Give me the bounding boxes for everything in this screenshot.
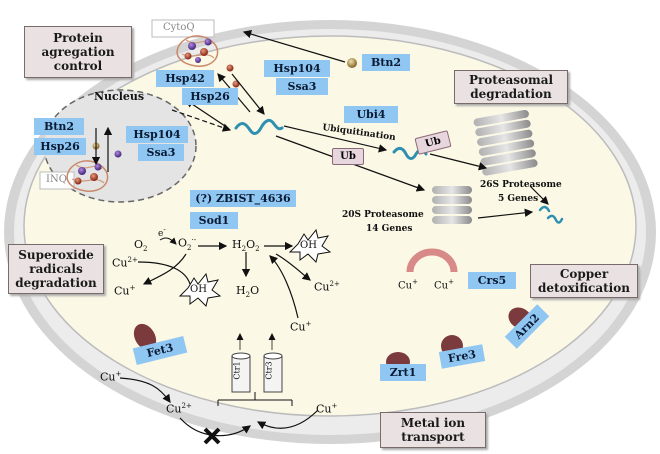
inq-box [39,171,75,190]
cytoq-box [151,19,215,38]
ub-tag-1: Ub [332,148,364,165]
o2-label: O2 [134,238,148,254]
superoxide-label: O2·- [178,236,197,252]
proteasome-26s [473,109,538,176]
h2o2-label: H2O2 [232,238,260,254]
label-hsp104-nucleus: Hsp104 [126,126,188,143]
metal-cu-left: Cu+ [100,370,122,384]
proteasome-20s-label: 20S Proteasome [342,210,424,220]
proteasome-20s [432,186,472,224]
nucleus-label: Nucleus [94,90,145,103]
unfolded-protein-center [234,118,284,135]
label-ubi4: Ubi4 [344,106,398,123]
header-copper-detox: Copper detoxification [530,264,638,298]
blocked-x-icon [203,427,221,445]
header-proteasomal-degradation: Proteasomal degradation [454,70,568,104]
oh-label-2: OH [300,240,317,251]
header-superoxide: Superoxide radicals degradation [8,244,104,294]
inq-label: INQ [46,174,67,185]
label-hsp26-top: Hsp26 [182,88,238,105]
proteasome-26s-genes: 5 Genes [498,194,539,204]
cytoplasmic-aggregate [176,35,219,67]
label-hsp42: Hsp42 [156,70,214,87]
label-crs5: Crs5 [468,272,516,289]
proteasome-26s-label: 26S Proteasome [480,180,562,190]
label-hsp104-top: Hsp104 [264,60,330,77]
label-ctr3: Ctr3 [264,361,274,380]
metal-cu-right: Cu+ [316,402,338,416]
label-zbist: (?) ZBIST_4636 [190,190,296,207]
nuclear-aggregate [66,160,109,192]
ctr1-channel [231,333,251,393]
h2o-label: H2O [236,284,260,300]
crs5-cu-2: Cu+ [434,278,454,292]
oh-label-1: OH [190,284,207,295]
label-ssa3-nucleus: Ssa3 [138,144,184,161]
cytoq-label: CytoQ [163,22,195,33]
header-protein-aggregation: Protein agregation control [24,26,132,78]
label-btn2-nucleus: Btn2 [34,118,84,135]
proteasome-20s-genes: 14 Genes [366,224,413,234]
label-ssa3-top: Ssa3 [276,78,328,95]
label-sod1: Sod1 [190,212,238,229]
electron-label: e- [158,226,166,239]
crs5-cu-1: Cu+ [398,278,418,292]
label-zrt1: Zrt1 [380,364,426,381]
crs5-protein [406,248,458,273]
oh-radical-1 [178,272,222,307]
cu2-mid: Cu2+ [314,280,340,294]
label-btn2-top: Btn2 [362,54,410,71]
header-metal-transport: Metal ion transport [380,412,486,448]
degraded-peptides [538,205,564,224]
cu2-left: Cu2+ [112,256,138,270]
label-hsp26-nucleus: Hsp26 [34,138,86,155]
label-ctr1: Ctr1 [232,361,242,380]
oh-radical-2 [288,228,332,263]
cu-left: Cu+ [114,284,136,298]
cu-mid: Cu+ [290,320,312,334]
metal-cu2: Cu2+ [166,402,192,416]
ctr3-channel [263,333,283,393]
